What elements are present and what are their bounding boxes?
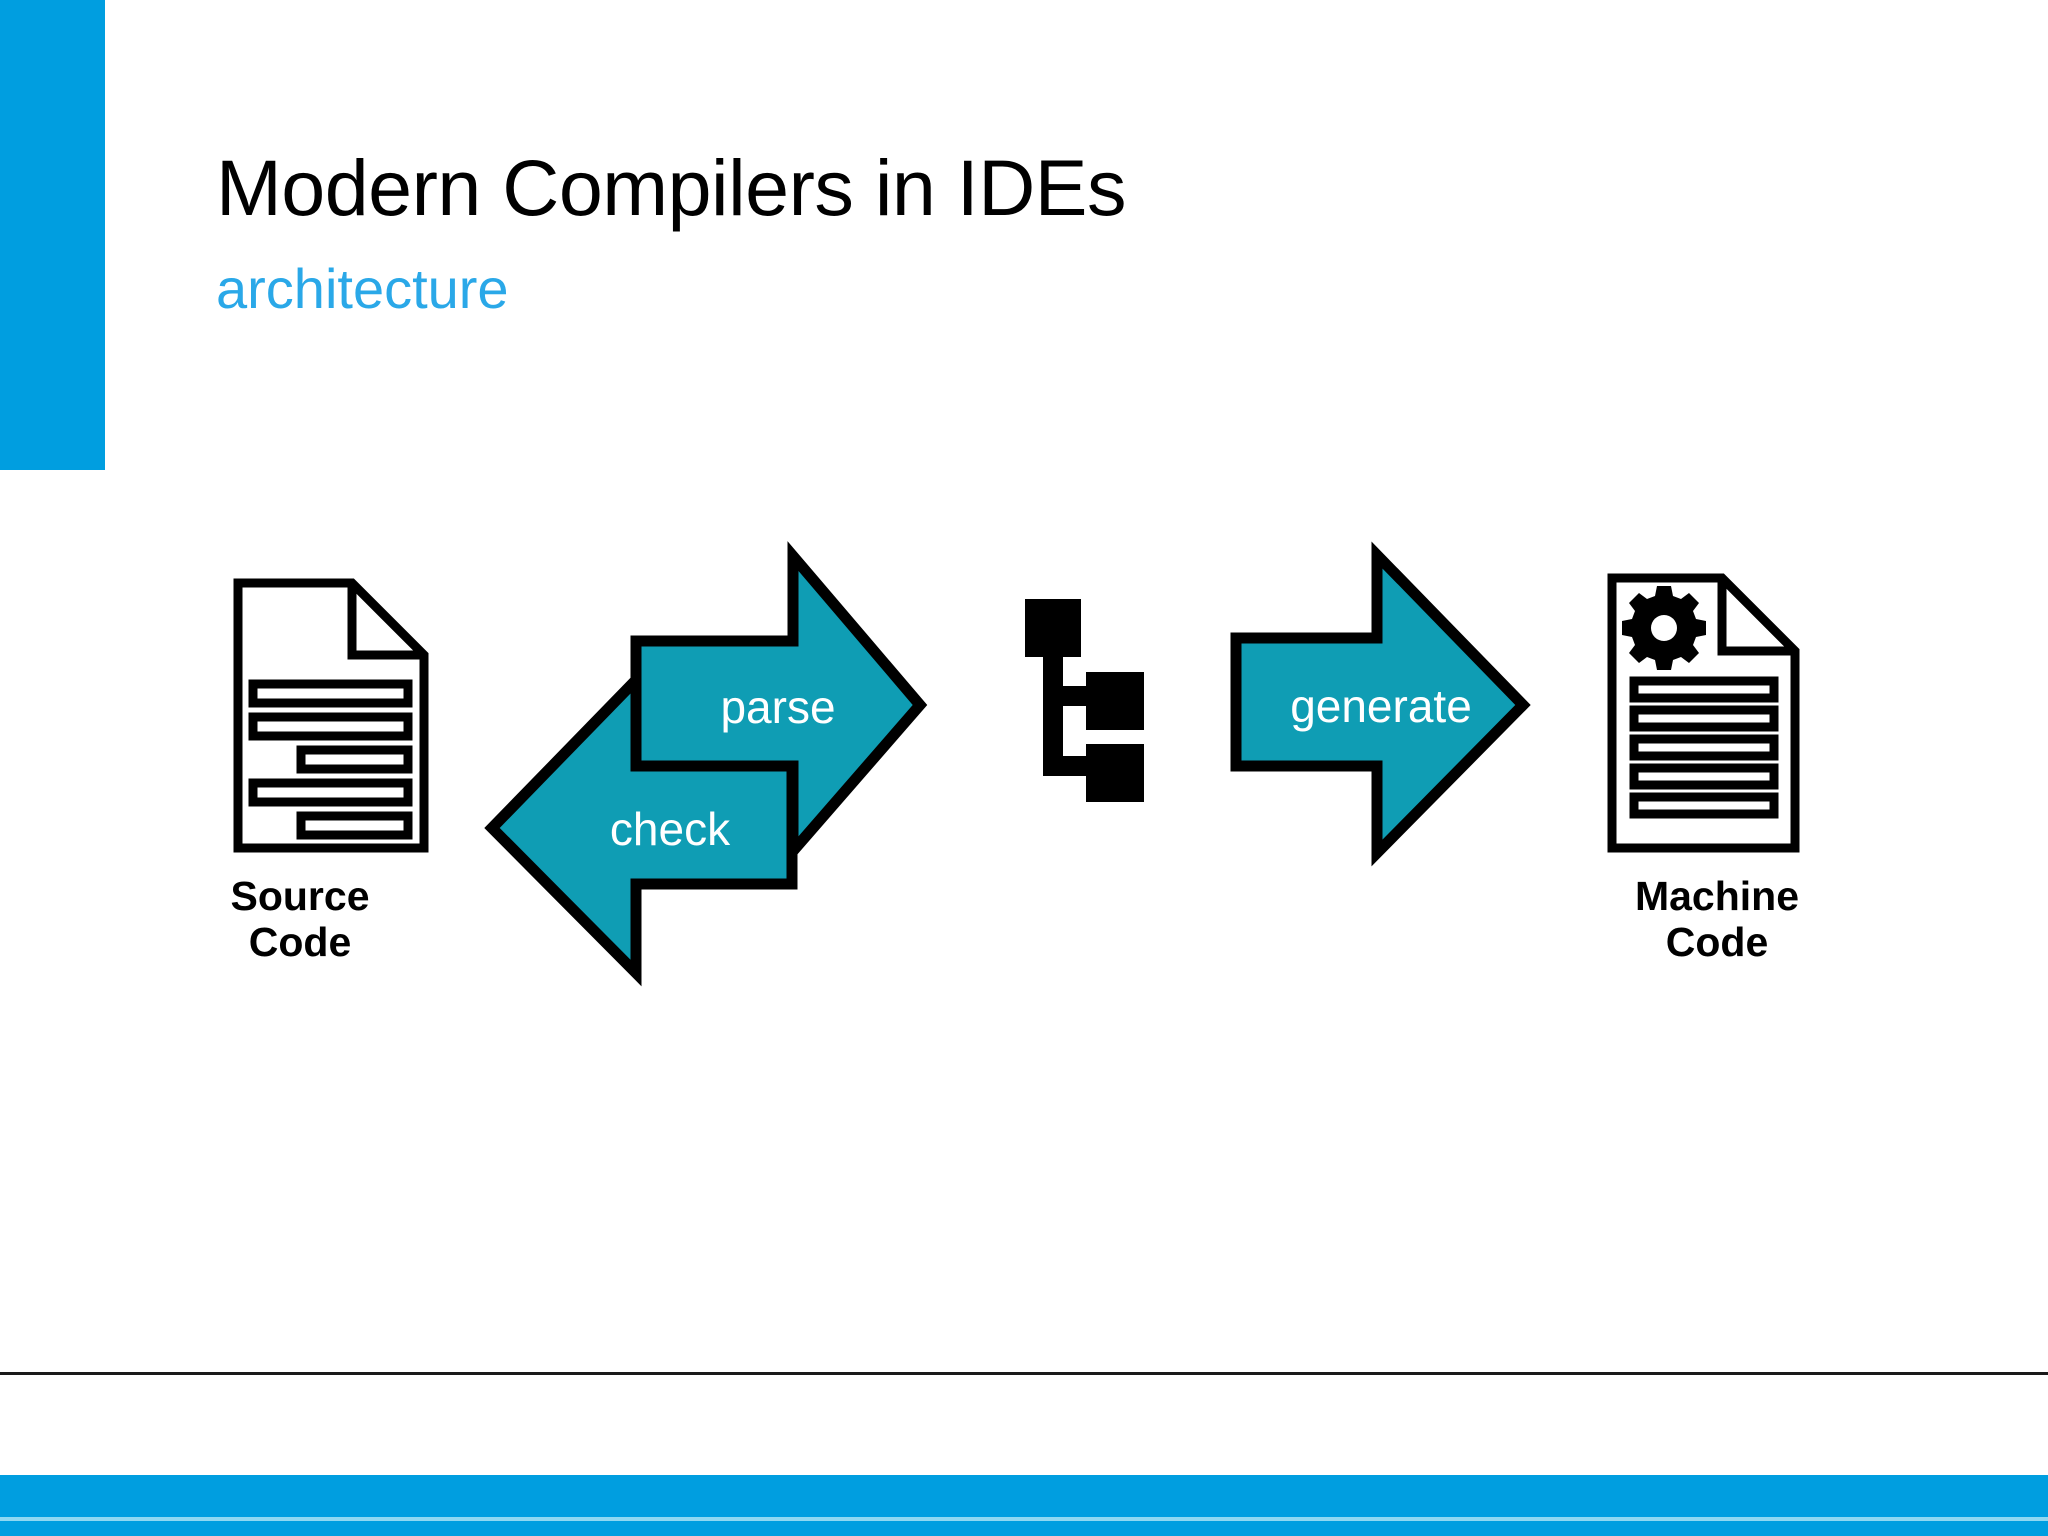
- footer-divider: [0, 1372, 2048, 1375]
- machine-code-label: Machine Code: [1634, 873, 1800, 965]
- generate-arrow: [1230, 541, 1531, 867]
- footer-accent-bar-lower: [0, 1521, 2048, 1536]
- parse-arrow-label: parse: [720, 681, 835, 733]
- left-accent-bar: [0, 0, 105, 470]
- page-subtitle: architecture: [216, 257, 509, 320]
- check-arrow: [484, 666, 798, 987]
- footer: TUDelft Term Rewriting 4: [0, 1375, 2048, 1475]
- document-with-gear-icon: [1607, 573, 1800, 853]
- check-arrow-label: check: [610, 803, 731, 855]
- parse-arrow: [630, 541, 928, 866]
- syntax-tree-icon: [1025, 599, 1144, 802]
- gear-icon: [1622, 586, 1706, 670]
- title-block: Modern Compilers in IDEs architecture: [216, 148, 1816, 317]
- footer-accent-bar: [0, 1475, 2048, 1517]
- generate-arrow-label: generate: [1290, 680, 1472, 732]
- page-title: Modern Compilers in IDEs: [216, 143, 1126, 232]
- footer-accent-divider: [0, 1517, 2048, 1521]
- source-code-label: Source Code: [230, 873, 370, 965]
- document-with-lines-icon: [233, 578, 429, 853]
